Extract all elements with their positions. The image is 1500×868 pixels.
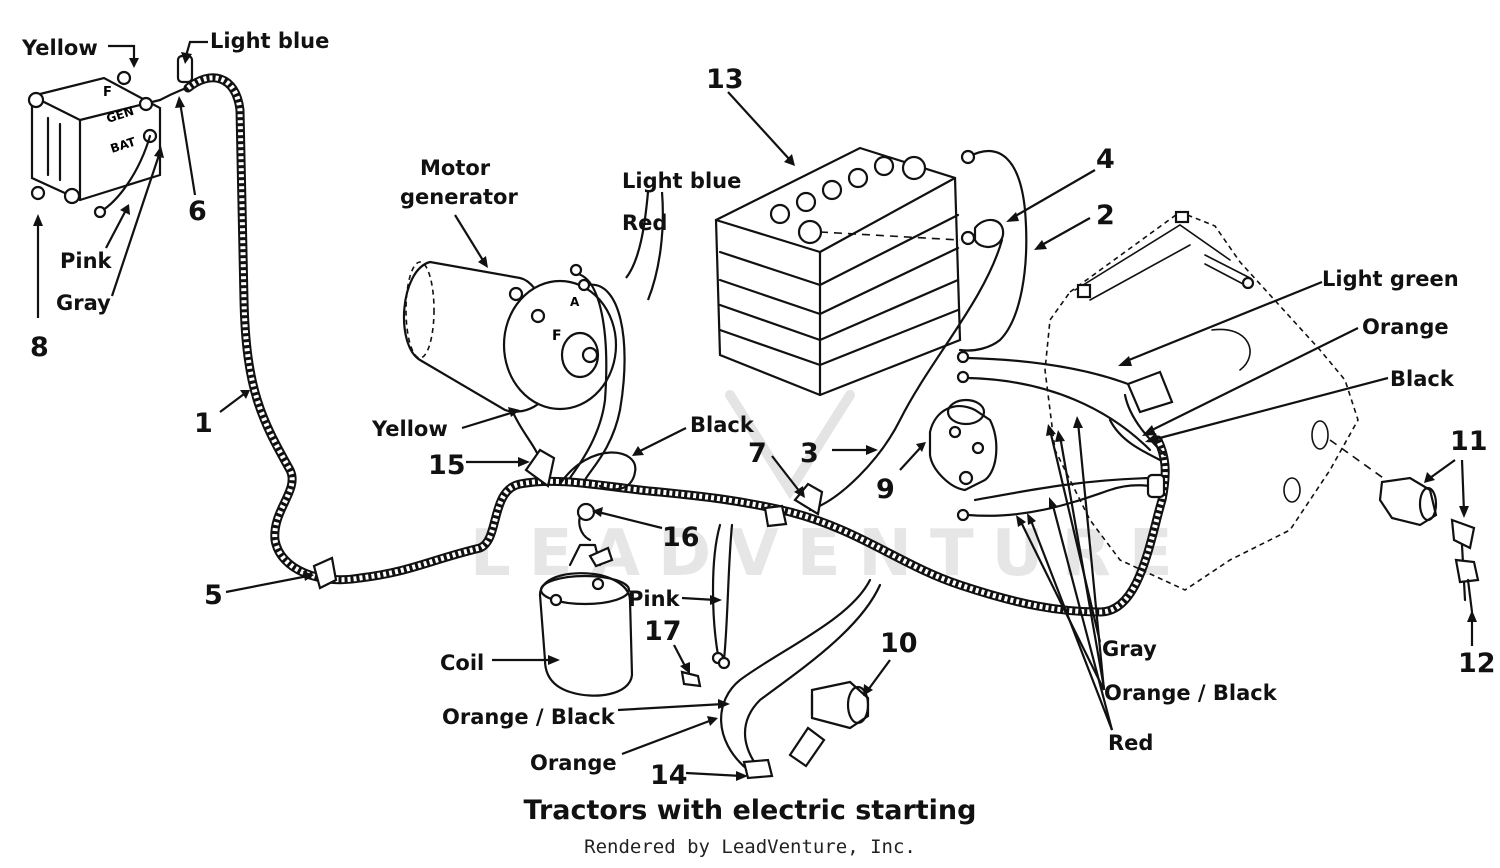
label-light-green: Light green bbox=[1322, 267, 1459, 291]
leader-lines bbox=[33, 40, 1477, 781]
generator-terminal-f: F bbox=[552, 328, 562, 344]
label-orange-right: Orange bbox=[1362, 315, 1449, 339]
callout-1: 1 bbox=[194, 408, 213, 439]
callout-11: 11 bbox=[1450, 426, 1488, 457]
ignition-coil bbox=[538, 502, 734, 697]
label-black-mid: Black bbox=[690, 413, 755, 437]
regulator-terminal-f: F bbox=[103, 85, 112, 100]
label-pink-left: Pink bbox=[60, 249, 113, 273]
label-red-bottom: Red bbox=[1108, 731, 1153, 755]
label-motor-line2: generator bbox=[400, 185, 518, 209]
callout-8: 8 bbox=[30, 332, 49, 363]
label-light-blue-mid: Light blue bbox=[622, 169, 741, 193]
label-motor-line1: Motor bbox=[420, 156, 491, 180]
label-orange-black-right: Orange / Black bbox=[1104, 681, 1278, 705]
callout-17: 17 bbox=[644, 616, 682, 647]
harness-clip-5 bbox=[312, 556, 338, 590]
callout-4: 4 bbox=[1096, 144, 1115, 175]
callout-2: 2 bbox=[1096, 200, 1115, 231]
diagram-title: Tractors with electric starting bbox=[523, 795, 977, 826]
callout-14: 14 bbox=[650, 760, 688, 791]
label-motor: Motor generator bbox=[400, 156, 518, 209]
label-black-right: Black bbox=[1390, 367, 1455, 391]
harness-clip bbox=[763, 504, 788, 528]
label-gray-bottom: Gray bbox=[1102, 637, 1157, 661]
callout-7: 7 bbox=[748, 438, 767, 469]
battery-caps bbox=[769, 155, 927, 245]
callout-3: 3 bbox=[800, 438, 819, 469]
label-gray-left: Gray bbox=[56, 291, 111, 315]
label-red-mid: Red bbox=[622, 211, 667, 235]
callout-6: 6 bbox=[188, 196, 207, 227]
label-coil: Coil bbox=[440, 651, 484, 675]
label-yellow-top: Yellow bbox=[21, 36, 98, 60]
callout-12: 12 bbox=[1458, 648, 1496, 679]
generator-terminal-a: A bbox=[570, 295, 580, 309]
dashboard-panel bbox=[956, 210, 1401, 591]
starter-solenoid bbox=[928, 398, 998, 492]
battery bbox=[714, 146, 1028, 512]
callout-10: 10 bbox=[880, 628, 918, 659]
ignition-switch-and-key bbox=[1378, 476, 1480, 614]
label-orange-bottom: Orange bbox=[530, 751, 617, 775]
diagram-credit: Rendered by LeadVenture, Inc. bbox=[584, 836, 916, 858]
wire-labels: Yellow Light blue Pink Gray Motor generat… bbox=[21, 29, 1459, 775]
callout-5: 5 bbox=[204, 580, 223, 611]
callout-15: 15 bbox=[428, 450, 466, 481]
starter-button-wires bbox=[720, 578, 882, 780]
wire-harness bbox=[183, 73, 1170, 617]
label-orange-black-left: Orange / Black bbox=[442, 705, 616, 729]
label-light-blue-top: Light blue bbox=[210, 29, 329, 53]
starter-switch bbox=[810, 680, 870, 730]
harness-bracket-7 bbox=[793, 482, 824, 516]
label-pink-mid: Pink bbox=[628, 587, 681, 611]
callout-9: 9 bbox=[876, 474, 895, 505]
callout-13: 13 bbox=[706, 64, 744, 95]
callout-numbers: 1 2 3 4 5 6 7 8 9 10 11 12 13 14 15 16 1… bbox=[30, 64, 1496, 791]
voltage-regulator: F GEN BAT bbox=[27, 54, 194, 219]
motor-generator: A F bbox=[402, 260, 637, 491]
label-yellow-mid: Yellow bbox=[371, 417, 448, 441]
callout-16: 16 bbox=[662, 522, 700, 553]
